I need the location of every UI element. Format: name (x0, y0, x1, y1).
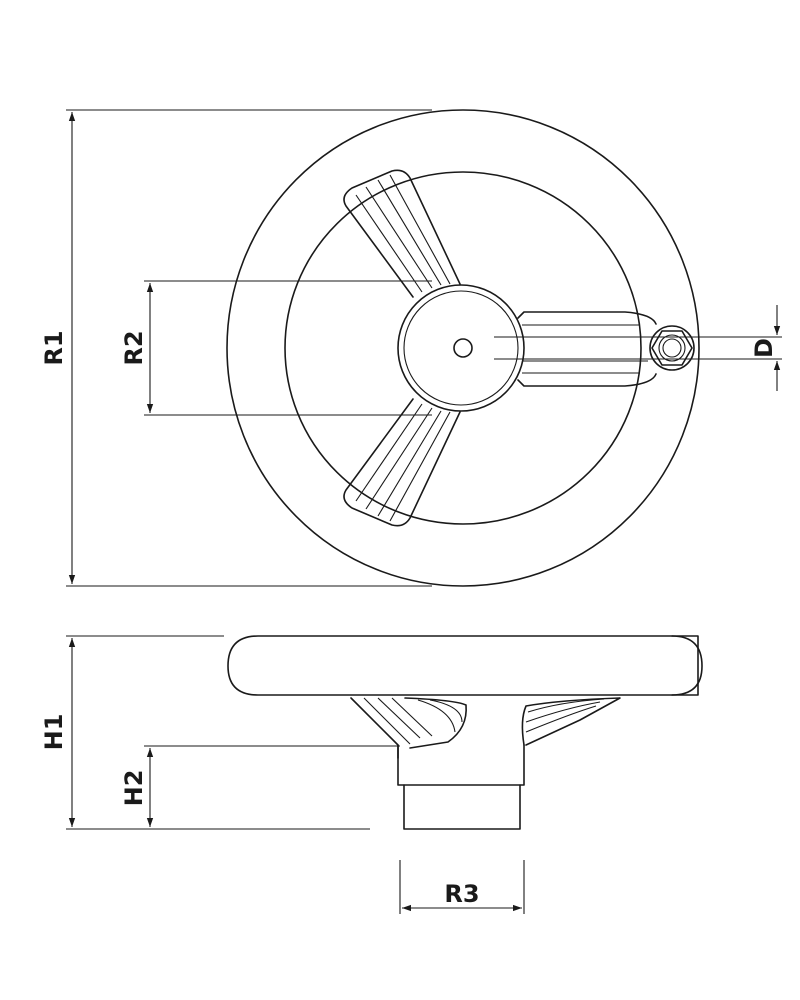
spoke-upper-left (343, 169, 461, 298)
dimension-r3: R3 (399, 860, 525, 914)
dimension-label-r2: R2 (120, 330, 148, 365)
dimension-h2: H2 (120, 745, 400, 827)
side-view: H1 H2 R3 (40, 635, 703, 914)
rim-side (227, 635, 703, 696)
dimension-label-h2: H2 (120, 770, 148, 807)
dimension-label-h1: H1 (40, 714, 68, 751)
hub-bore (453, 338, 473, 358)
spoke-lower-left (343, 398, 461, 527)
top-view: R1 R2 D (40, 109, 782, 587)
dimension-d: D (494, 305, 782, 391)
dimension-label-r1: R1 (40, 330, 68, 365)
spoke-side-right (521, 697, 621, 746)
rim-outer-circle (226, 109, 700, 587)
handle-nut (649, 325, 695, 371)
dimension-label-r3: R3 (444, 880, 479, 908)
hub-outer (397, 284, 525, 412)
dimension-h1: H1 (40, 635, 370, 830)
dimension-r1: R1 (40, 109, 432, 587)
dimension-label-d: D (750, 338, 778, 358)
spoke-right (517, 311, 657, 387)
rim-inner-circle (284, 171, 642, 525)
hub-sleeve (403, 784, 521, 830)
hub-boss (397, 744, 525, 786)
hub-inner (403, 290, 519, 406)
handle-stub (671, 635, 699, 696)
spoke-side-left (350, 697, 467, 759)
dimension-r2: R2 (120, 280, 432, 416)
